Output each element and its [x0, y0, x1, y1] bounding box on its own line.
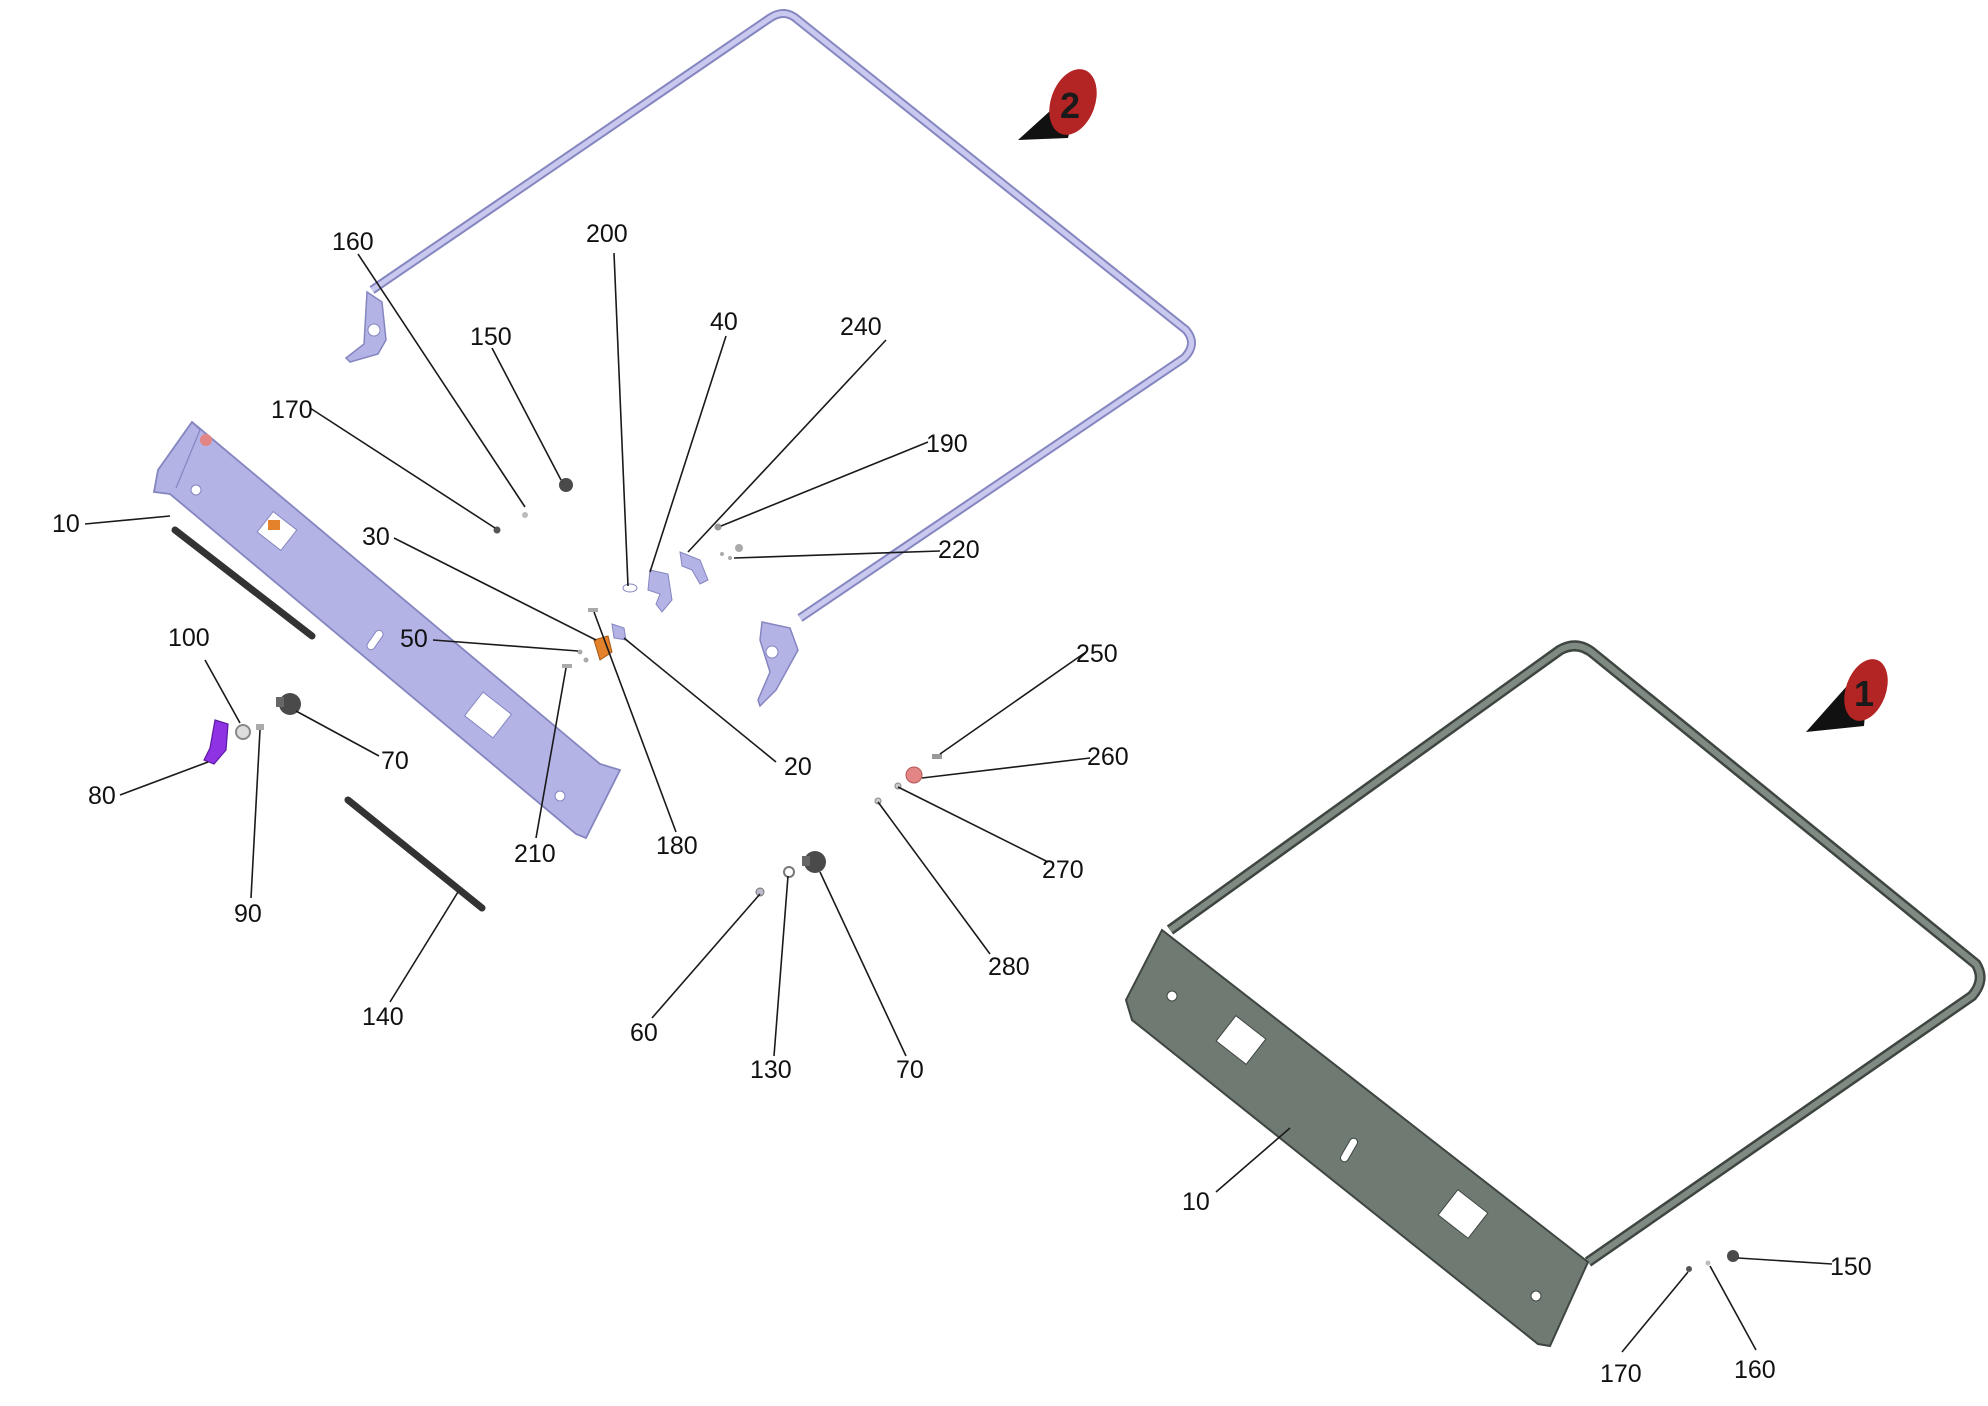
- washer-130: [783, 866, 795, 878]
- pink-knob-260: [905, 766, 923, 784]
- pin-180: [588, 608, 598, 612]
- callout-80: 80: [88, 782, 116, 810]
- washer-60: [755, 887, 765, 897]
- callout-150-right: 150: [1830, 1253, 1872, 1281]
- callout-180: 180: [656, 832, 698, 860]
- callout-210: 210: [514, 840, 556, 868]
- rubber-strip-upper: [171, 526, 316, 640]
- callout-130: 130: [750, 1056, 792, 1084]
- screw-190: [714, 523, 722, 531]
- frame-mount-plate-right: [757, 621, 799, 708]
- callout-260: 260: [1087, 743, 1129, 771]
- callout-190: 190: [926, 430, 968, 458]
- callout-160-top: 160: [332, 228, 374, 256]
- callout-170-right: 170: [1600, 1360, 1642, 1388]
- latch-240: [679, 551, 709, 585]
- callout-20: 20: [784, 753, 812, 781]
- cap-150-top: [559, 478, 573, 492]
- callout-70-mid: 70: [896, 1056, 924, 1084]
- callout-170-top: 170: [271, 396, 313, 424]
- frame-mount-plate-left: [344, 290, 387, 363]
- nut-220: [720, 544, 743, 560]
- callout-30: 30: [362, 523, 390, 551]
- callout-200: 200: [586, 220, 628, 248]
- callout-90: 90: [234, 900, 262, 928]
- view-1-badge: 1: [1806, 659, 1888, 732]
- screw-50: [577, 649, 589, 663]
- screw-250: [932, 754, 942, 759]
- exploded-frame-tube: [369, 9, 1196, 622]
- callout-50: 50: [400, 625, 428, 653]
- screw-160-top: [522, 512, 528, 518]
- spacer-200: [622, 583, 638, 593]
- leader-lines: [84, 252, 1833, 1353]
- callout-280: 280: [988, 953, 1030, 981]
- callout-60: 60: [630, 1019, 658, 1047]
- purple-bracket: [203, 719, 229, 765]
- callout-220: 220: [938, 536, 980, 564]
- screw-280: [874, 797, 882, 805]
- screw-160-right: [1705, 1260, 1711, 1266]
- cap-150-right: [1727, 1250, 1739, 1262]
- nut-170-top: [493, 526, 501, 534]
- knob-70-mid: [802, 851, 826, 873]
- callout-270: 270: [1042, 856, 1084, 884]
- hinge-part-40: [647, 569, 673, 613]
- rubber-strip-lower: [344, 796, 486, 912]
- washer-100: [235, 724, 251, 740]
- nut-170-right: [1686, 1266, 1692, 1272]
- callout-10-left: 10: [52, 510, 80, 538]
- main-bracket-panel: [152, 420, 622, 840]
- callout-70-left: 70: [381, 747, 409, 775]
- callout-150-top: 150: [470, 323, 512, 351]
- orange-part-30: [593, 635, 613, 661]
- assembled-panel: [1124, 928, 1590, 1348]
- callout-100: 100: [168, 624, 210, 652]
- callout-250: 250: [1076, 640, 1118, 668]
- screw-90: [256, 724, 264, 730]
- knob-70-left: [276, 693, 301, 715]
- screw-210: [562, 664, 572, 668]
- view-2-badge: 2: [1018, 69, 1097, 140]
- callout-240: 240: [840, 313, 882, 341]
- assembled-frame-tube: [1166, 640, 1986, 1267]
- callout-40: 40: [710, 308, 738, 336]
- callout-160-right: 160: [1734, 1356, 1776, 1384]
- bracket-20: [611, 623, 627, 641]
- callout-labels: 160 200 150 40 240 170 190 10 30 220 100…: [52, 220, 1872, 1388]
- view-2-number: 2: [1060, 85, 1080, 126]
- view-1-number: 1: [1854, 673, 1874, 714]
- callout-140: 140: [362, 1003, 404, 1031]
- callout-10-right: 10: [1182, 1188, 1210, 1216]
